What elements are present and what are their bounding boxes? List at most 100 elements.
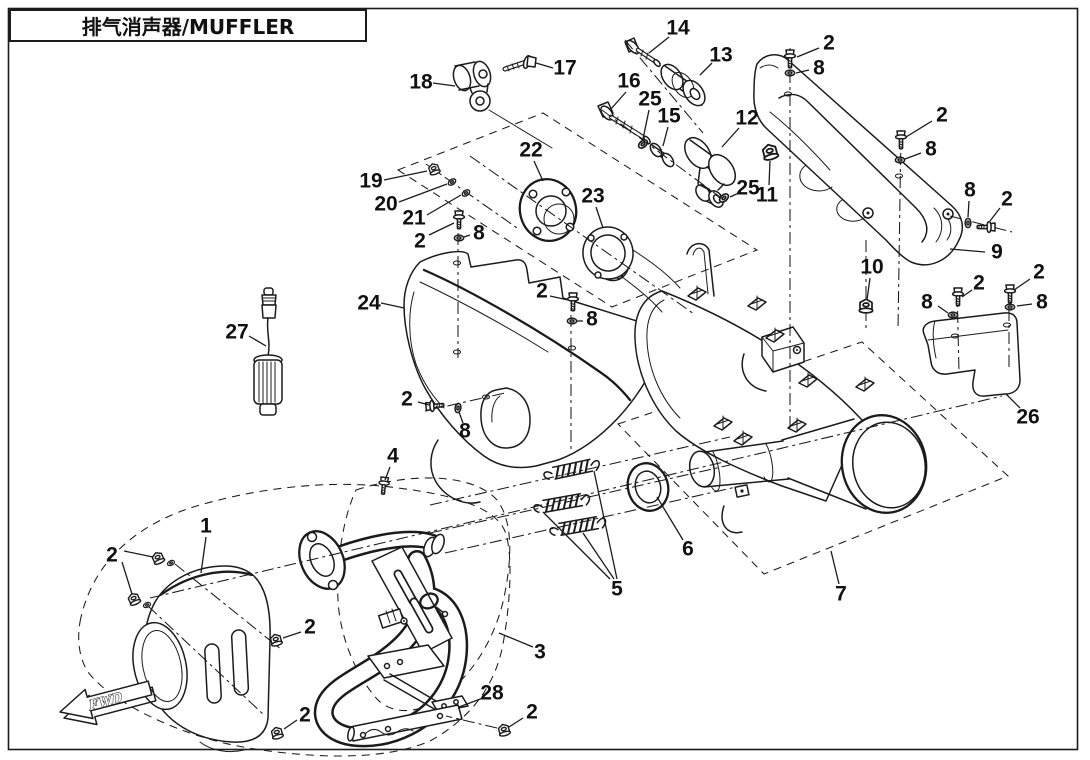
callout-label-28: 28 [480,682,504,705]
callout-leader [248,335,267,347]
callout-label-14: 14 [666,17,690,40]
callout-leader [989,207,1001,222]
callout-label-4: 4 [387,445,399,468]
callout-leader [582,532,615,580]
callout-leader [282,631,302,639]
callout-leader [610,91,627,110]
callout-leader [593,470,618,580]
callout-leader [383,170,428,181]
callout-label-7: 7 [835,583,847,606]
callout-label-5: 5 [611,578,623,601]
rubber-mount-12 [683,136,737,208]
callout-leader [121,561,133,595]
callout-leader [949,248,986,253]
heat-shield-upper [753,54,964,266]
callout-label-2: 2 [106,544,118,567]
callout-leader [1013,278,1031,291]
callout-leader [432,82,456,87]
gasket-6 [626,462,670,512]
callout-leader [123,550,154,558]
callout-label-2: 2 [823,32,835,55]
callout-label-2: 2 [526,701,538,724]
callout-label-8: 8 [586,308,598,331]
callout-leader [904,152,922,160]
oxygen-sensor [253,287,283,416]
callout-label-27: 27 [225,321,248,344]
callout-label-3: 3 [534,641,546,664]
callout-leader [549,295,569,301]
callout-leader [830,550,840,585]
callout-leader [1016,303,1033,307]
callout-leader [768,160,771,186]
callout-label-18: 18 [409,71,433,94]
washer [453,234,465,242]
callout-label-11: 11 [756,184,779,207]
callout-leader [417,401,430,406]
callout-label-21: 21 [402,207,426,230]
callout-leader [967,200,970,218]
callout-label-12: 12 [735,107,758,130]
callout-label-2: 2 [536,280,548,303]
page-title: 排气消声器/MUFFLER [82,15,295,39]
muffler-endcap-assembly [688,414,928,534]
callout-leader [656,496,684,541]
washer [894,156,906,164]
callout-label-15: 15 [657,105,681,128]
title-block: 排气消声器/MUFFLER [9,9,367,42]
washer [947,311,959,319]
washer [1004,303,1016,311]
callout-leader [458,411,464,424]
callout-label-9: 9 [991,241,1003,264]
callout-leader [426,194,462,216]
callout-label-8: 8 [473,222,485,245]
washer [964,217,972,229]
callout-leader [380,302,405,309]
callout-label-8: 8 [459,420,471,443]
callout-leader [796,47,820,58]
flange-22 [518,178,578,242]
callout-label-2: 2 [973,272,985,295]
callout-label-19: 19 [359,170,382,193]
callout-leader [595,206,604,229]
callout-leader [498,632,534,648]
callout-leader [542,511,611,580]
callout-label-2: 2 [1001,188,1013,211]
callout-label-8: 8 [921,291,933,314]
callout-leader [866,277,871,301]
callout-leader [535,62,554,69]
washer [566,317,578,325]
callout-leader [508,717,524,728]
callout-leader [721,127,740,148]
center-lines [147,39,1013,729]
callout-label-8: 8 [964,179,976,202]
heat-shield-mid [403,250,665,504]
callout-leader [398,183,448,203]
callout-leader [795,69,810,74]
callout-label-23: 23 [581,185,604,208]
callout-leader [699,62,713,76]
bolt-17 [502,54,537,72]
bracket-28 [347,695,469,742]
callout-label-2: 2 [414,230,426,253]
callout-leader [662,126,669,147]
rubber-mount-13 [660,63,706,107]
callout-label-17: 17 [553,57,576,80]
callout-label-25: 25 [736,177,760,200]
heat-shield-small [922,312,1021,397]
callout-label-13: 13 [709,44,732,67]
callout-label-24: 24 [357,292,381,315]
callout-label-2: 2 [1033,261,1045,284]
pipe-heat-guard [371,546,453,654]
callout-leader [729,191,742,198]
callout-leader [648,36,670,54]
callout-label-6: 6 [682,538,694,561]
callout-label-2: 2 [401,388,413,411]
callout-label-1: 1 [200,515,212,538]
callout-leader [533,160,544,182]
callout-label-8: 8 [1036,291,1048,314]
callout-leader [905,120,933,138]
callout-label-22: 22 [519,139,542,162]
callout-label-8: 8 [925,138,937,161]
